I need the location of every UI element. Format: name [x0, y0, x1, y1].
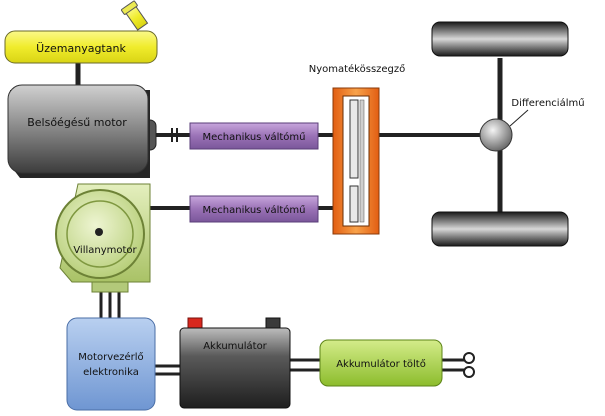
fuel-tank-body: [4, 30, 158, 64]
gearbox-bottom-body: [189, 195, 319, 223]
wheel-top: [431, 21, 569, 57]
charger-label: Akkumulátor töltő: [336, 358, 426, 370]
engine-label: Belsőégésű motor: [27, 116, 127, 129]
motor-controller-label-line1: Motorvezérlő: [78, 351, 143, 363]
battery-positive-terminal: [187, 317, 203, 329]
differential-body: [479, 118, 513, 152]
coupler-gear-upper: [349, 99, 359, 179]
differential-label: Differenciálmű: [511, 97, 584, 109]
motor-controller: Motorvezérlő elektronika: [66, 317, 156, 411]
battery-label: Akkumulátor: [203, 340, 267, 352]
gearbox-bottom: Mechanikus váltómű: [189, 195, 319, 223]
charging-plug: [463, 352, 475, 378]
torque-coupler: Nyomatékösszegző: [309, 63, 406, 235]
wheel-bottom: [431, 211, 569, 247]
motor-label: Villanymotor: [73, 245, 137, 256]
differential-leader-line: [509, 109, 529, 127]
gearbox-bottom-label: Mechanikus váltómű: [202, 204, 305, 216]
differential: Differenciálmű: [479, 97, 585, 152]
torque-coupler-label: Nyomatékösszegző: [309, 63, 406, 75]
front-wheel: [431, 21, 569, 57]
charger-body: [319, 339, 443, 387]
plug-pin-1: [463, 352, 475, 364]
rear-wheel: [431, 211, 569, 247]
gearbox-top-body: [189, 122, 319, 150]
filler-neck: [121, 0, 149, 31]
motor-controller-label-line2: elektronika: [83, 367, 139, 378]
fuel-tank-label: Üzemanyagtank: [36, 42, 126, 55]
motor-face-ring: [66, 200, 134, 268]
motor-shaft-center: [95, 228, 103, 236]
gearbox-top-label: Mechanikus váltómű: [202, 131, 305, 143]
coupler-gear-lower: [349, 185, 359, 223]
battery-charger: Akkumulátor töltő: [319, 339, 443, 387]
gearbox-top: Mechanikus váltómű: [189, 122, 319, 150]
engine-block: [7, 84, 149, 174]
combustion-engine: Belsőégésű motor: [7, 84, 157, 178]
plug-pin-2: [463, 366, 475, 378]
fuel-tank: Üzemanyagtank: [4, 0, 158, 64]
battery-negative-terminal: [265, 317, 281, 329]
motor-controller-body: [66, 317, 156, 411]
battery-body: [179, 327, 291, 409]
electric-motor: Villanymotor: [55, 183, 151, 293]
coupler-gear-rack: [359, 99, 365, 223]
battery: Akkumulátor: [179, 317, 291, 409]
